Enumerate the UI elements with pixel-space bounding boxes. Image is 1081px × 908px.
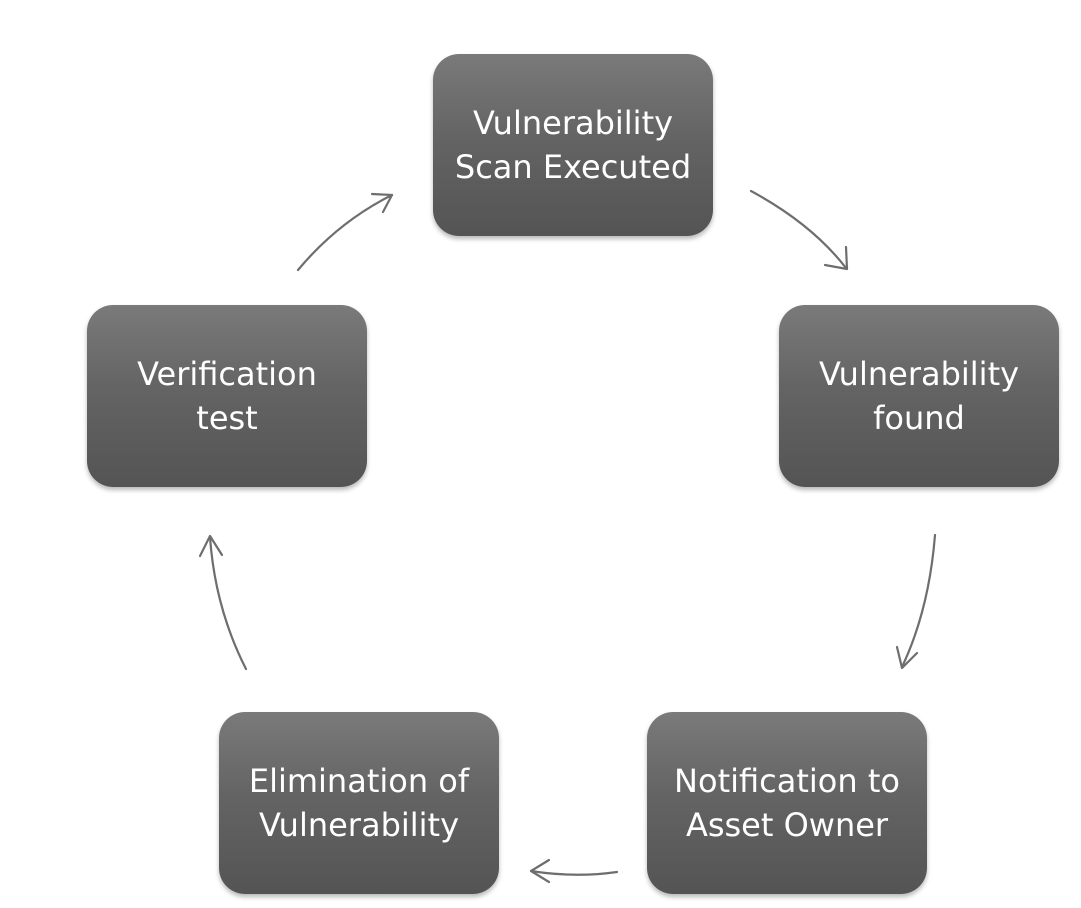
node-label: Vulnerability Scan Executed <box>454 104 692 186</box>
arrow-notify-to-elim <box>529 858 619 884</box>
node-notification-to-asset-owner: Notification to Asset Owner <box>647 712 927 894</box>
node-label: Vulnerability found <box>818 355 1020 437</box>
node-label: Notification to Asset Owner <box>674 762 900 844</box>
arrow-found-to-notify <box>895 533 937 670</box>
node-vulnerability-scan-executed: Vulnerability Scan Executed <box>433 54 713 236</box>
node-elimination-of-vulnerability: Elimination of Vulnerability <box>219 712 499 894</box>
node-label: Verification test <box>137 355 317 437</box>
arrow-verify-to-scan <box>296 192 394 272</box>
arrow-elim-to-verify <box>198 534 248 671</box>
arrow-scan-to-found <box>749 189 849 271</box>
node-verification-test: Verification test <box>87 305 367 487</box>
node-label: Elimination of Vulnerability <box>248 762 470 844</box>
node-vulnerability-found: Vulnerability found <box>779 305 1059 487</box>
